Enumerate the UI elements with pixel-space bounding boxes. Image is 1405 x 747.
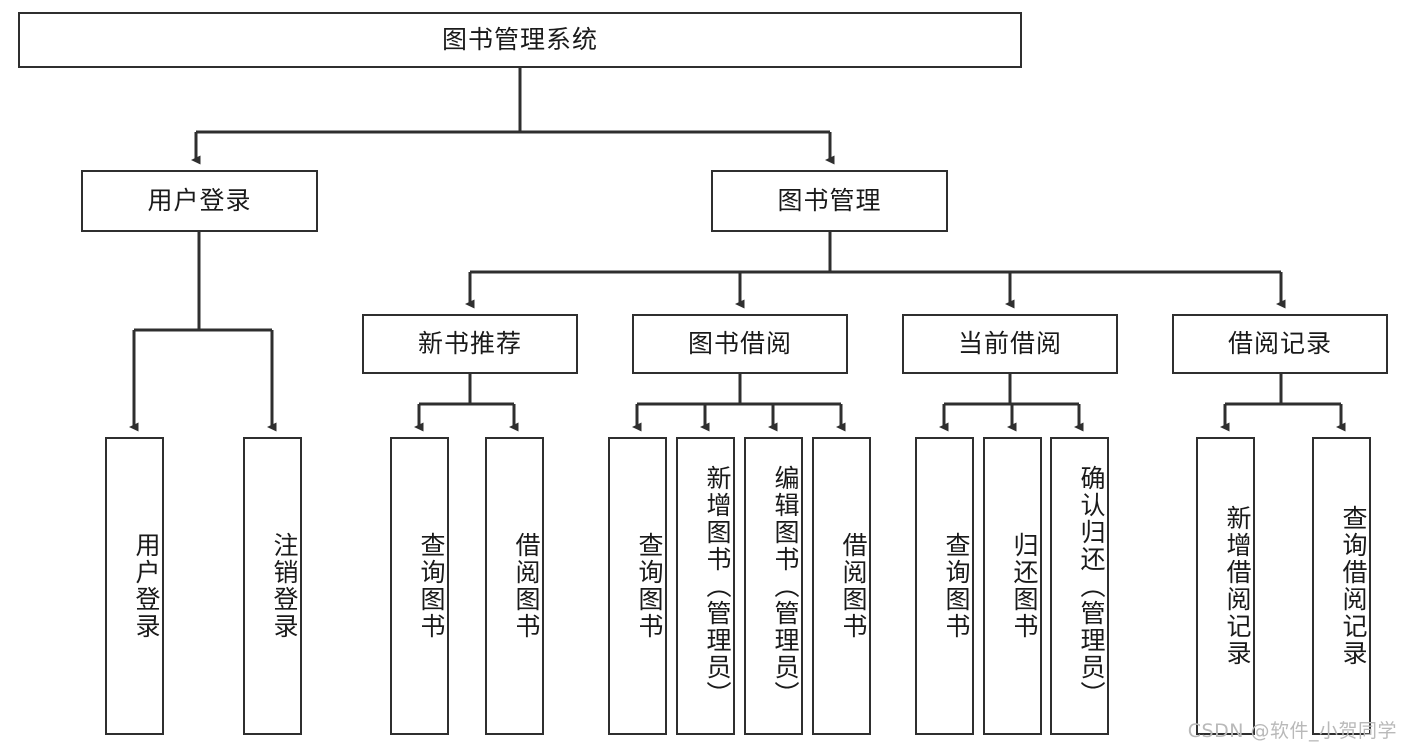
node-label: 当前借阅 bbox=[957, 329, 1062, 359]
node-label: 查询图书 bbox=[635, 532, 664, 640]
leaf-query-book-current[interactable]: 查询图书 bbox=[915, 437, 974, 735]
node-label: 注销登录 bbox=[270, 532, 299, 640]
leaf-add-borrow-record[interactable]: 新增借阅记录 bbox=[1196, 437, 1255, 735]
node-book-management[interactable]: 图书管理 bbox=[711, 170, 948, 232]
leaf-add-book-admin[interactable]: 新增图书（管理员） bbox=[676, 437, 735, 735]
node-label: 新书推荐 bbox=[417, 329, 522, 359]
leaf-query-borrow-record[interactable]: 查询借阅记录 bbox=[1312, 437, 1371, 735]
leaf-confirm-return-admin[interactable]: 确认归还（管理员） bbox=[1050, 437, 1109, 735]
node-label: 借阅图书 bbox=[839, 532, 868, 640]
leaf-query-book-recommend[interactable]: 查询图书 bbox=[390, 437, 449, 735]
node-label: 图书借阅 bbox=[687, 329, 792, 359]
leaf-query-book-borrow[interactable]: 查询图书 bbox=[608, 437, 667, 735]
node-label: 用户登录 bbox=[132, 532, 161, 640]
leaf-logout[interactable]: 注销登录 bbox=[243, 437, 302, 735]
leaf-edit-book-admin[interactable]: 编辑图书（管理员） bbox=[744, 437, 803, 735]
node-current-borrow[interactable]: 当前借阅 bbox=[902, 314, 1118, 374]
node-label: 归还图书 bbox=[1010, 532, 1039, 640]
node-label: 借阅记录 bbox=[1227, 329, 1332, 359]
node-label: 查询图书 bbox=[942, 532, 971, 640]
node-label: 查询借阅记录 bbox=[1339, 505, 1368, 667]
leaf-borrow-book-recommend[interactable]: 借阅图书 bbox=[485, 437, 544, 735]
node-book-borrow[interactable]: 图书借阅 bbox=[632, 314, 848, 374]
node-label: 查询图书 bbox=[417, 532, 446, 640]
node-label: 用户登录 bbox=[147, 186, 252, 216]
node-label: 借阅图书 bbox=[512, 532, 541, 640]
node-user-login[interactable]: 用户登录 bbox=[81, 170, 318, 232]
node-root-system[interactable]: 图书管理系统 bbox=[18, 12, 1022, 68]
node-label: 编辑图书（管理员） bbox=[771, 464, 800, 708]
node-new-book-recommend[interactable]: 新书推荐 bbox=[362, 314, 578, 374]
leaf-return-book[interactable]: 归还图书 bbox=[983, 437, 1042, 735]
leaf-borrow-book[interactable]: 借阅图书 bbox=[812, 437, 871, 735]
node-label: 新增借阅记录 bbox=[1223, 505, 1252, 667]
node-label: 新增图书（管理员） bbox=[703, 464, 732, 708]
node-label: 图书管理系统 bbox=[441, 25, 598, 55]
node-borrow-record[interactable]: 借阅记录 bbox=[1172, 314, 1388, 374]
node-label: 确认归还（管理员） bbox=[1077, 464, 1106, 708]
csdn-watermark: CSDN @软件_小贺同学 bbox=[1187, 720, 1397, 742]
node-label: 图书管理 bbox=[777, 186, 882, 216]
leaf-user-login[interactable]: 用户登录 bbox=[105, 437, 164, 735]
